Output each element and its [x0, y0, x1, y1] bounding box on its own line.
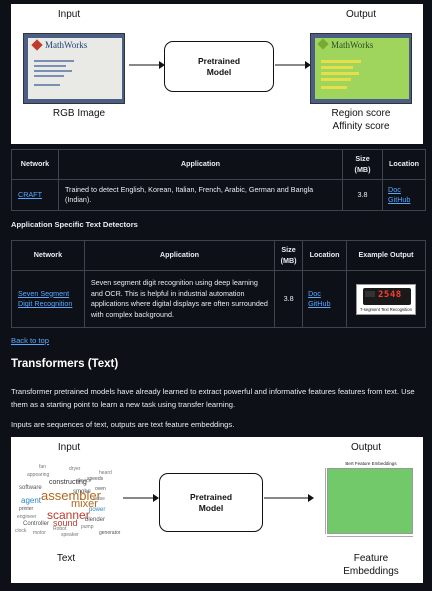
transformers-paragraph-1: Transformer pretrained models have alrea…	[11, 387, 415, 409]
card-brand-text: MathWorks	[45, 40, 88, 50]
seven-segment-digits: 2548	[378, 289, 402, 300]
arrow-icon	[275, 61, 311, 69]
word-cloud-word: agent	[21, 496, 42, 505]
arrow-icon	[123, 494, 159, 502]
word-cloud-word: speaker	[61, 532, 79, 538]
word-cloud-word: mixer	[71, 498, 98, 510]
word-cloud-word: scanner	[47, 508, 90, 522]
craft-size: 3.8	[342, 179, 384, 211]
word-cloud-word: sound	[53, 518, 78, 528]
seven-segment-size: 3.8	[274, 270, 304, 328]
word-cloud-word: engineer	[17, 514, 37, 520]
arrow-icon	[264, 494, 314, 502]
word-cloud-word: software	[19, 485, 42, 491]
seven-segment-doc-link[interactable]: Doc	[308, 288, 321, 298]
col-size: Size (MB)	[342, 149, 384, 180]
seven-segment-github-link[interactable]: GitHub	[308, 299, 331, 308]
craft-table: Network Application Size (MB) Location C…	[11, 149, 426, 211]
word-cloud-word: assembler	[41, 488, 101, 503]
seven-segment-application: Seven segment digit recognition using de…	[83, 270, 276, 328]
col-example-output: Example Output	[346, 240, 426, 271]
word-cloud-word: clock	[15, 528, 27, 534]
word-cloud-word: pump	[81, 524, 94, 530]
word-cloud-word: appearing	[27, 472, 50, 478]
output-score-image: MathWorks	[310, 33, 412, 104]
back-to-top-link[interactable]: Back to top	[11, 336, 49, 345]
col-application: Application	[57, 149, 344, 180]
word-cloud-word: noise	[93, 496, 105, 502]
word-cloud-word: heard	[99, 470, 112, 476]
word-cloud-word: speeds	[87, 476, 104, 482]
word-cloud-word: motor	[33, 530, 46, 536]
craft-github-link[interactable]: GitHub	[388, 195, 411, 204]
word-cloud-word: power	[89, 507, 106, 513]
rgb-image-caption: RGB Image	[52, 108, 106, 119]
col-network: Network	[11, 149, 59, 180]
transformers-paragraph-2: Inputs are sequences of text, outputs ar…	[11, 420, 235, 429]
word-cloud-word: fan	[39, 464, 46, 470]
word-cloud-word: device	[77, 478, 92, 484]
arrow-icon	[129, 61, 165, 69]
word-cloud-word: oven	[95, 486, 106, 492]
word-cloud-word: Controller	[23, 521, 50, 527]
affinity-score-caption: Affinity score	[332, 121, 390, 132]
col-application: Application	[83, 240, 276, 271]
craft-application: Trained to detect English, Korean, Itali…	[57, 179, 344, 211]
word-cloud-word: Robot	[53, 526, 67, 532]
col-size: Size (MB)	[274, 240, 304, 271]
input-business-card-image: MathWorks	[23, 33, 125, 104]
seven-segment-example-caption: 7-segment Text Recognition	[360, 306, 412, 312]
word-cloud-word: printer	[19, 506, 34, 512]
mathworks-logo-icon	[31, 39, 43, 51]
word-cloud-word: generator	[99, 530, 121, 536]
section-heading-specific: Application Specific Text Detectors	[11, 220, 138, 229]
diagram-output-label: Output	[345, 9, 377, 20]
word-cloud-word: constructing	[49, 479, 87, 486]
embedding-chart-title: Bert Feature Embeddings	[345, 461, 397, 466]
text-caption: Text	[56, 553, 76, 564]
seven-segment-example-image: 2548 7-segment Text Recognition	[356, 283, 416, 315]
embeddings-caption: Embeddings	[343, 566, 399, 577]
feature-caption: Feature	[353, 553, 389, 564]
craft-link[interactable]: CRAFT	[18, 189, 42, 199]
col-location: Location	[382, 149, 426, 180]
region-score-caption: Region score	[331, 108, 391, 119]
feature-embeddings-image: Bert Feature Embeddings	[317, 459, 415, 543]
craft-doc-link[interactable]: Doc	[388, 184, 401, 194]
diagram-input-label: Input	[57, 9, 81, 20]
diagram-output-label: Output	[350, 442, 382, 453]
col-network: Network	[11, 240, 85, 271]
word-cloud-word: smoke	[73, 489, 91, 495]
diagram-input-label: Input	[57, 442, 81, 453]
transformers-heading: Transformers (Text)	[11, 358, 119, 370]
col-location: Location	[302, 240, 347, 271]
seven-segment-link[interactable]: Seven Segment Digit Recognition	[18, 288, 73, 309]
card-brand-text: MathWorks	[331, 40, 374, 50]
seven-segment-table: Network Application Size (MB) Location E…	[11, 240, 426, 328]
word-cloud-word: dryer	[69, 466, 81, 472]
word-cloud-word: blender	[85, 517, 106, 523]
